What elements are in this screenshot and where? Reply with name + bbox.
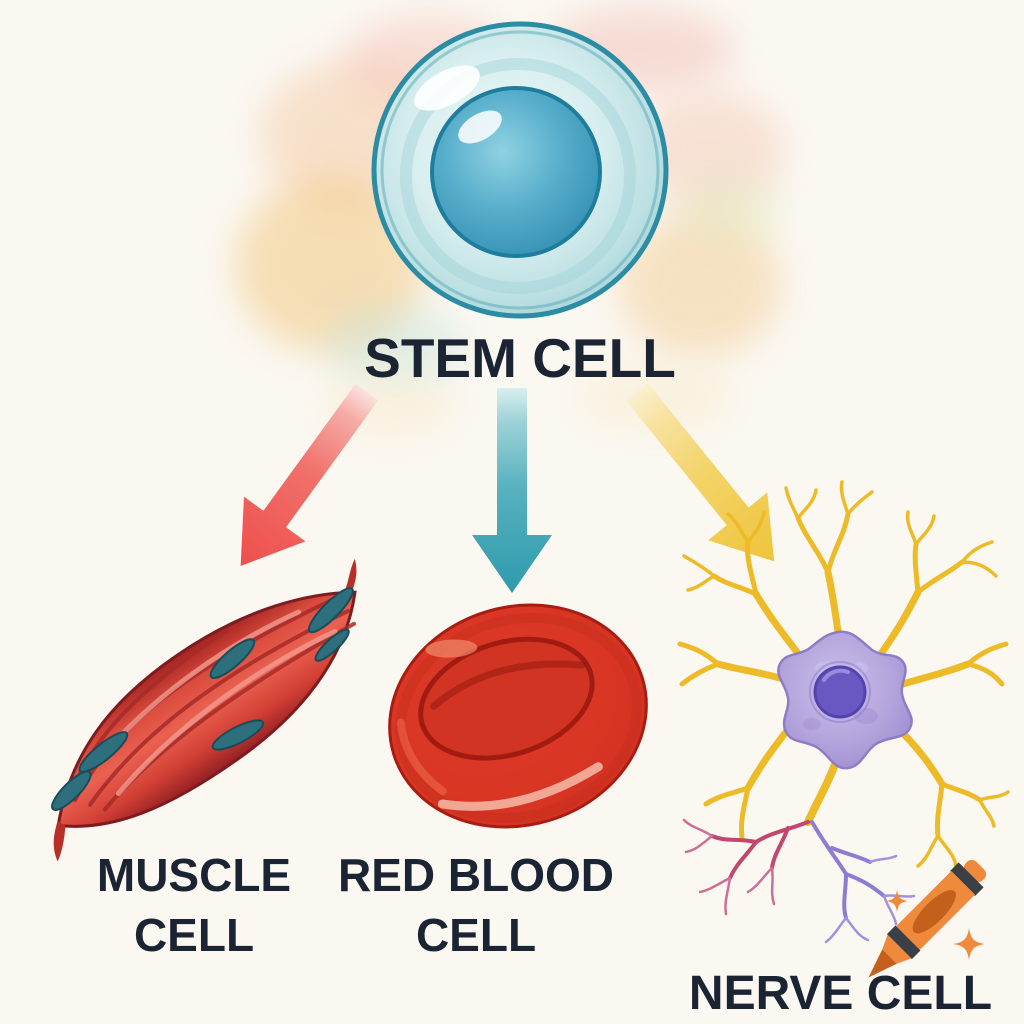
crayon-icon (868, 859, 987, 978)
red-blood-cell-rim-shading (395, 612, 642, 823)
stem-cell-illustration (371, 21, 669, 319)
nerve-cell-nucleus-highlight (822, 668, 850, 682)
stem-cell-cytoplasm-ring (400, 58, 636, 294)
red-blood-cell-label: RED BLOOD CELL (321, 845, 631, 965)
red-blood-cell-gloss (437, 762, 603, 811)
nerve-cell-pink-branches (682, 818, 810, 916)
nerve-cell-purple-branches (810, 820, 916, 944)
muscle-cell-nuclei (51, 587, 354, 811)
differentiation-arrows (240, 383, 775, 593)
muscle-cell-label: MUSCLE CELL (39, 845, 349, 965)
crayon-band-top (950, 862, 984, 896)
red-blood-cell-side-sheen (396, 718, 447, 796)
nerve-cell-soma-texture (803, 661, 878, 730)
stem-cell-membrane-inner-edge (380, 30, 660, 310)
nerve-cell-nucleus-halo (809, 661, 871, 723)
crayon-tip (868, 949, 897, 978)
red-blood-cell-label-line2: CELL (415, 909, 537, 961)
nerve-cell-nucleus (813, 665, 867, 719)
red-blood-cell-top-sheen (425, 639, 478, 658)
stem-cell-label: STEM CELL (364, 327, 676, 389)
muscle-cell-label-line2: CELL (133, 909, 255, 961)
red-blood-cell-illustration (388, 603, 648, 829)
crayon-label (912, 890, 956, 934)
stem-cell-highlight (414, 65, 480, 111)
nerve-cell-label: NERVE CELL (688, 967, 993, 1020)
arrow-to-muscle-cell (240, 383, 379, 566)
muscle-nucleus (51, 770, 92, 811)
sparkle-icon (886, 890, 908, 912)
stem-cell-nucleus-highlight (458, 110, 502, 144)
sparkle-icon (953, 928, 985, 960)
muscle-nucleus (209, 638, 256, 680)
muscle-nucleus (78, 731, 129, 773)
stem-cell-nucleus (430, 86, 602, 258)
muscle-cell-right-tip (345, 558, 357, 592)
muscle-nucleus (314, 628, 350, 662)
red-blood-cell-depression-shadow (429, 660, 586, 710)
crayon-end-cap (963, 859, 987, 883)
arrow-to-nerve-cell (626, 383, 775, 562)
red-blood-cell-depression (418, 636, 595, 761)
arrow-to-red-blood-cell (472, 388, 552, 593)
crayon-neck (882, 934, 912, 964)
nerve-cell-dendrites (677, 480, 1010, 868)
muscle-cell-left-tip (53, 821, 66, 862)
muscle-cell-label-line1: MUSCLE (96, 849, 292, 901)
muscle-cell-fiber-highlights (108, 609, 338, 796)
muscle-nucleus (307, 587, 354, 634)
crayon-band-bottom (886, 925, 921, 960)
nerve-cell-illustration (677, 480, 1010, 944)
muscle-nucleus (211, 719, 265, 751)
muscle-cell-illustration (51, 558, 357, 862)
red-blood-cell-label-line1: RED BLOOD (338, 849, 614, 901)
